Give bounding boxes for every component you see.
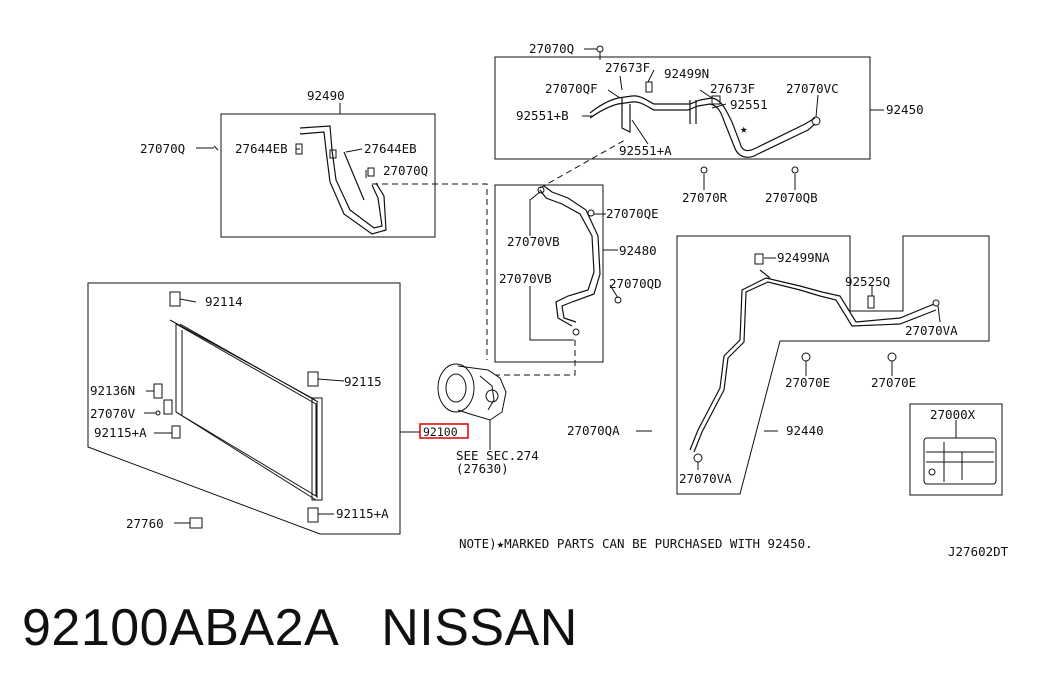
label-27070VB-a: 27070VB — [507, 234, 560, 249]
label-27070VA-b: 27070VA — [679, 471, 732, 486]
clip-icon — [645, 81, 653, 93]
label-92499N: 92499N — [664, 66, 709, 81]
label-92490: 92490 — [307, 88, 345, 103]
pipe-92440 — [689, 269, 937, 453]
diagram-note: NOTE)★MARKED PARTS CAN BE PURCHASED WITH… — [459, 536, 813, 551]
suction-hose-92490 — [299, 125, 387, 235]
label-92450: 92450 — [886, 102, 924, 117]
clip-icon — [711, 95, 721, 105]
label-27070VC: 27070VC — [786, 81, 839, 96]
box-92440-group — [676, 235, 990, 495]
label-27070R: 27070R — [682, 190, 728, 205]
label-27070Q-left: 27070Q — [140, 141, 185, 156]
label-27070Q-top: 27070Q — [529, 41, 574, 56]
bolt-icon — [155, 410, 161, 416]
connection-line-92480-to-compressor — [495, 340, 576, 376]
flexible-hose-92480 — [539, 185, 601, 327]
label-27070QE: 27070QE — [606, 206, 659, 221]
bracket-icon — [307, 507, 319, 523]
box-27000X-group — [909, 403, 1003, 496]
clip-icon — [329, 149, 337, 159]
label-92551: 92551 — [730, 97, 768, 112]
label-27070QA: 27070QA — [567, 423, 620, 438]
clip-icon — [367, 167, 375, 177]
label-92114: 92114 — [205, 294, 243, 309]
clip-icon — [887, 352, 897, 362]
label-92499NA: 92499NA — [777, 250, 830, 265]
clip-icon — [537, 186, 545, 194]
clip-icon — [596, 45, 604, 60]
label-27644EB-a: 27644EB — [235, 141, 288, 156]
bracket-icon — [153, 383, 163, 399]
diagram-code: J27602DT — [948, 544, 1009, 559]
label-see-sec-274: SEE SEC.274 — [456, 448, 539, 463]
label-27070QD: 27070QD — [609, 276, 662, 291]
bracket-icon — [307, 371, 319, 387]
label-27070E-a: 27070E — [785, 375, 830, 390]
label-27760: 27760 — [126, 516, 164, 531]
label-27070E-b: 27070E — [871, 375, 916, 390]
label-92440: 92440 — [786, 423, 824, 438]
label-27070VA-a: 27070VA — [905, 323, 958, 338]
clip-icon — [811, 116, 821, 126]
label-plate-icon — [923, 437, 997, 485]
label-27070V: 27070V — [90, 406, 136, 421]
clip-icon — [801, 352, 811, 362]
parts-diagram: ★ — [87, 41, 1009, 559]
brand-name: NISSAN — [381, 599, 578, 657]
label-27630: (27630) — [456, 461, 509, 476]
label-92115A-a: 92115+A — [94, 425, 147, 440]
highlight-box-92100 — [419, 423, 469, 439]
label-92480: 92480 — [619, 243, 657, 258]
part-caption: 92100ABA2A NISSAN — [22, 598, 578, 658]
label-27070Q-mid: 27070Q — [383, 163, 428, 178]
label-92100: 92100 — [423, 425, 458, 439]
box-condenser-group — [87, 282, 401, 535]
bracket-icon — [163, 399, 173, 415]
part-number: 92100ABA2A — [22, 599, 337, 657]
clip-icon — [791, 166, 799, 174]
clip-icon — [614, 296, 622, 304]
label-27673F-a: 27673F — [605, 60, 650, 75]
label-27070VB-b: 27070VB — [499, 271, 552, 286]
label-27070QF: 27070QF — [545, 81, 598, 96]
box-92490-group — [220, 113, 436, 238]
clip-icon — [700, 166, 708, 174]
star-marker: ★ — [740, 121, 748, 136]
label-92136N: 92136N — [90, 383, 135, 398]
label-92551A: 92551+A — [619, 143, 672, 158]
label-92551B: 92551+B — [516, 108, 569, 123]
connection-line-92480-to-92450 — [539, 139, 626, 189]
label-27000X: 27000X — [930, 407, 976, 422]
clip-icon — [196, 145, 219, 151]
condenser-core — [169, 319, 323, 501]
label-27070QB: 27070QB — [765, 190, 818, 205]
clip-icon — [754, 253, 764, 265]
connection-line-92490-to-92480 — [372, 183, 488, 360]
leader-lines — [144, 48, 957, 524]
compressor-icon — [437, 363, 507, 450]
label-92115A-b: 92115+A — [336, 506, 389, 521]
bracket-icon — [171, 425, 181, 439]
clip-icon — [932, 299, 940, 307]
label-27673F-b: 27673F — [710, 81, 755, 96]
clip-icon — [572, 328, 580, 336]
label-27644EB-b: 27644EB — [364, 141, 417, 156]
clip-icon — [693, 453, 703, 463]
clip-icon — [867, 295, 875, 309]
clip-icon — [587, 209, 595, 217]
discharge-hose-92450 — [589, 95, 816, 158]
box-92450-group — [494, 56, 871, 160]
box-92480-group — [494, 184, 604, 363]
bracket-icon — [169, 291, 181, 307]
label-92115: 92115 — [344, 374, 382, 389]
label-92525Q: 92525Q — [845, 274, 890, 289]
bolt-icon — [189, 517, 203, 529]
